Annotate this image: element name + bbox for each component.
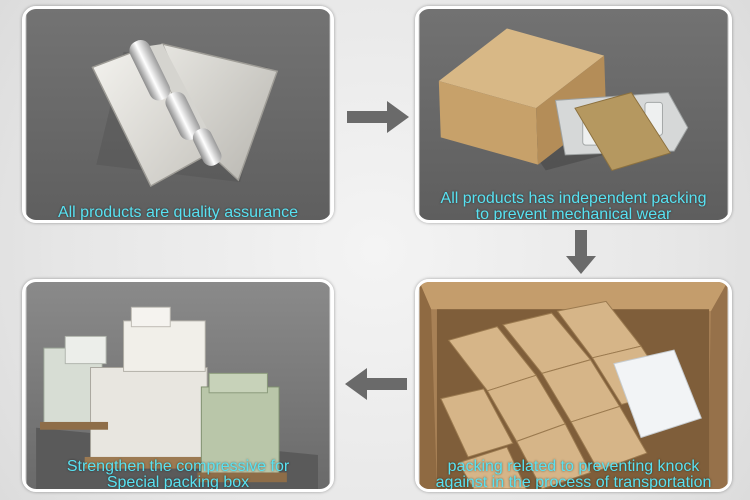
arrow-right-icon bbox=[347, 101, 409, 133]
panel-compressive-packing: Strengthen the compressive for Special p… bbox=[22, 279, 334, 492]
caption-independent-packing: All products has independent packing to … bbox=[440, 190, 707, 223]
panel-transport-packing: packing related to preventing knock agai… bbox=[415, 279, 732, 492]
kraft-box-image bbox=[419, 9, 728, 220]
pallet-stack-image bbox=[26, 282, 330, 489]
panel-independent-packing: All products has independent packing to … bbox=[415, 6, 732, 223]
caption-quality-assurance: All products are quality assurance bbox=[57, 204, 299, 221]
arrow-left-icon bbox=[345, 368, 407, 400]
carton-boxes-image bbox=[419, 282, 728, 489]
hinge-product-image bbox=[26, 9, 330, 220]
arrow-down-icon bbox=[566, 230, 596, 274]
caption-transport-packing: packing related to preventing knock agai… bbox=[435, 458, 712, 491]
panel-quality-assurance: All products are quality assurance bbox=[22, 6, 334, 223]
caption-compressive-packing: Strengthen the compressive for Special p… bbox=[66, 458, 290, 491]
